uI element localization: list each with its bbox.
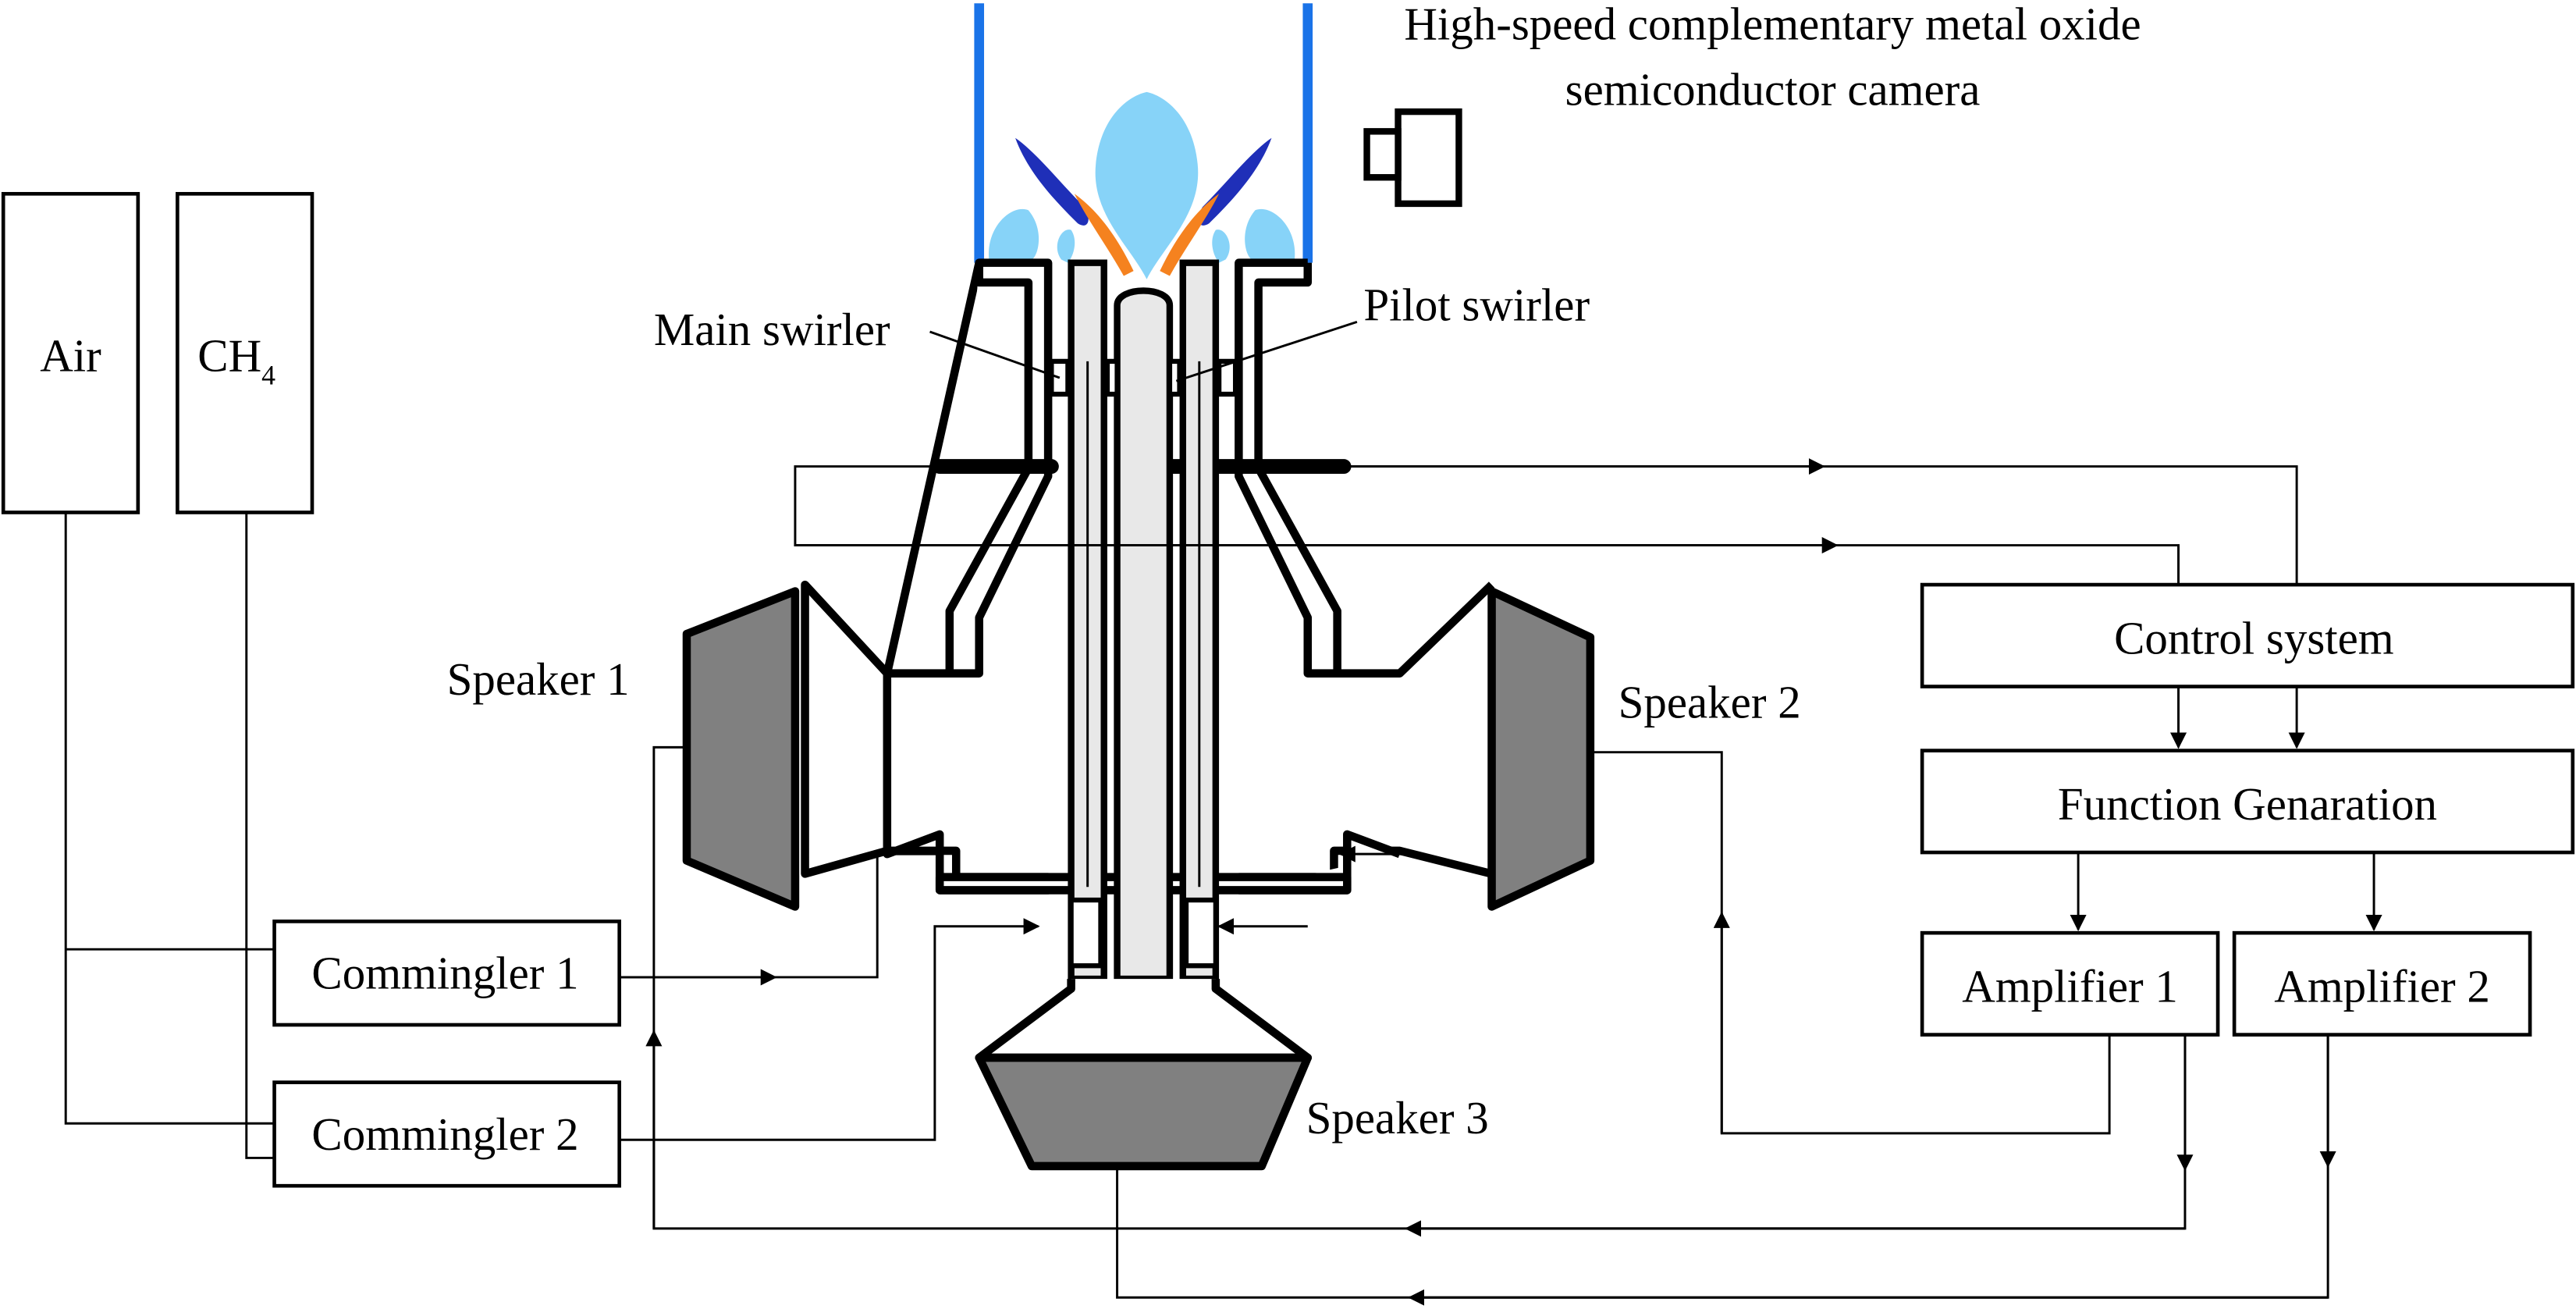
pilot-swirler-leader [1175, 321, 1358, 382]
flame-central-lobe [1095, 91, 1199, 279]
flame-right-orange-streak [1160, 194, 1220, 276]
lower-plenum [975, 979, 1313, 1062]
speaker-3-label: Speaker 3 [1306, 1092, 1489, 1144]
speaker-1-label: Speaker 1 [447, 653, 630, 705]
speaker-2 [1487, 587, 1595, 911]
ch4-label: CH4 [197, 330, 275, 391]
speaker-2-label: Speaker 2 [1618, 677, 1801, 728]
flame-right-side-lobe [1245, 208, 1295, 260]
camera-label-line2: semiconductor camera [1565, 64, 1981, 116]
commingler-1-label: Commingler 1 [311, 948, 578, 999]
fuel-injector [1049, 259, 1238, 983]
flame-right-dark-streak [1198, 137, 1272, 226]
speaker-1 [682, 587, 800, 911]
control-system-label: Control system [2114, 612, 2394, 663]
flame-left-dark-streak [1015, 137, 1089, 226]
pilot-swirler-label: Pilot swirler [1363, 279, 1590, 330]
commingler-outlets [619, 852, 1040, 1141]
speaker-3 [975, 1053, 1313, 1171]
amplifier-1-box: Amplifier 1 [1920, 930, 2220, 1037]
function-generation-box: Function Genaration [1920, 749, 2575, 855]
camera-icon [1363, 108, 1462, 208]
control-system-box: Control system [1920, 582, 2575, 688]
commingler-2: Commingler 2 [272, 1080, 621, 1188]
flame-left-orange-streak [1074, 194, 1134, 276]
flame-right-pilot-lobe [1212, 229, 1230, 263]
inlet-arrows [1217, 845, 1413, 935]
quartz-tube [974, 3, 1313, 263]
main-swirler-label: Main swirler [654, 304, 890, 355]
air-label: Air [40, 330, 101, 382]
signal-lines [645, 458, 2382, 1306]
main-swirler-leader [929, 330, 1061, 379]
amplifier-2-box: Amplifier 2 [2232, 930, 2532, 1037]
flame-left-side-lobe [988, 208, 1039, 260]
air-supply: Air [1, 191, 140, 514]
camera-label-line1: High-speed complementary metal oxide [1404, 0, 2141, 49]
function-generation-label: Function Genaration [2058, 778, 2437, 830]
flame-left-pilot-lobe [1057, 229, 1075, 263]
flame [988, 91, 1295, 279]
commingler-2-label: Commingler 2 [311, 1108, 578, 1160]
amplifier-1-label: Amplifier 1 [1962, 961, 2178, 1012]
amplifier-2-label: Amplifier 2 [2274, 961, 2490, 1012]
supply-lines [64, 512, 275, 1159]
commingler-1: Commingler 1 [272, 920, 621, 1027]
ch4-supply: CH4 [176, 191, 314, 514]
